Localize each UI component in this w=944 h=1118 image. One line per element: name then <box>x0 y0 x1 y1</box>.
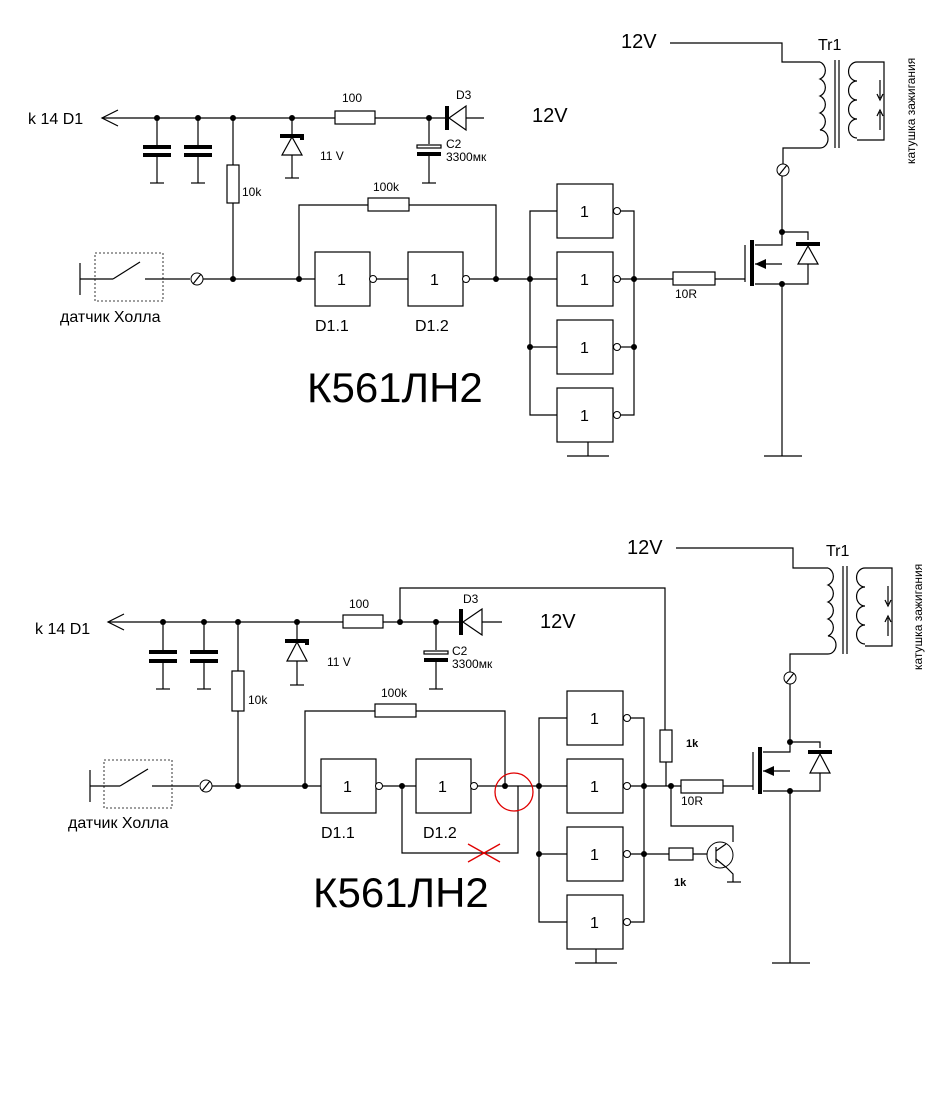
bottom-gate-d1-2-symbol: 1 <box>438 779 447 796</box>
bottom-transformer <box>826 566 893 655</box>
bottom-resistor-10r-label: 10R <box>681 794 703 808</box>
top-zener-label: 11 V <box>320 149 344 163</box>
bottom-gate-3-symbol: 1 <box>590 711 599 728</box>
bottom-c2-name: C2 <box>452 644 468 658</box>
bottom-d3-supply-label: 12V <box>540 611 576 633</box>
bottom-capacitor-1 <box>149 622 177 690</box>
bottom-resistor-100k <box>304 703 506 786</box>
top-output-label: k 14 D1 <box>28 111 83 128</box>
bottom-cut-wire <box>401 786 519 854</box>
bottom-resistor-1k-pullup <box>659 729 673 786</box>
bottom-chip-label: К561ЛН2 <box>313 869 489 916</box>
top-transformer-label: Tr1 <box>818 37 842 54</box>
top-resistor-10k-label: 10k <box>242 185 262 199</box>
bottom-supply-label: 12V <box>627 537 663 559</box>
top-coil-connector <box>776 147 820 177</box>
bottom-mosfet <box>752 675 832 964</box>
top-resistor-100k-label: 100k <box>373 180 400 194</box>
top-zener-diode <box>280 118 304 179</box>
top-gate-5-symbol: 1 <box>580 340 589 357</box>
bottom-gate-d1-2-label: D1.2 <box>423 825 457 842</box>
bottom-sensor-label: датчик Холла <box>68 815 169 832</box>
bottom-highlight-circle <box>494 772 534 812</box>
top-resistor-10k <box>226 118 240 279</box>
bottom-capacitor-c2 <box>423 622 449 690</box>
top-schematic: k 14 D1 10k 11 V <box>28 31 918 457</box>
top-gate-6-symbol: 1 <box>580 408 589 425</box>
top-capacitor-c2 <box>416 118 442 184</box>
bottom-zener-label: 11 V <box>327 655 351 669</box>
bottom-gate-4-symbol: 1 <box>590 779 599 796</box>
top-gate-3-symbol: 1 <box>580 204 589 221</box>
top-gate-d1-2-symbol: 1 <box>430 272 439 289</box>
top-transformer <box>818 60 885 149</box>
top-mosfet <box>744 167 820 457</box>
top-capacitor-1 <box>143 118 171 184</box>
top-resistor-10r <box>620 271 745 286</box>
bottom-supply-wire <box>676 547 828 569</box>
top-capacitor-2 <box>184 118 212 184</box>
top-resistor-100 <box>334 110 445 125</box>
top-parallel-gates <box>527 183 637 457</box>
top-diode-d3 <box>445 104 484 132</box>
bottom-parallel-gates <box>536 690 647 964</box>
top-gate-4-symbol: 1 <box>580 272 589 289</box>
top-resistor-100k <box>298 197 497 279</box>
top-gate-d1-2-label: D1.2 <box>415 318 449 335</box>
top-coil-label: катушка зажигания <box>904 58 918 164</box>
top-resistor-100-label: 100 <box>342 91 362 105</box>
bottom-c2-value: 3300мк <box>452 657 493 671</box>
top-gate-d1-1 <box>314 251 377 307</box>
bottom-zener-diode <box>285 622 309 686</box>
bottom-gate-5-symbol: 1 <box>590 847 599 864</box>
top-supply-label: 12V <box>621 31 657 53</box>
bottom-gate-d1-1-symbol: 1 <box>343 779 352 796</box>
bottom-resistor-100 <box>342 614 459 629</box>
top-d3-label: D3 <box>456 88 472 102</box>
bottom-resistor-1k-base-label: 1k <box>674 877 687 889</box>
top-resistor-10r-label: 10R <box>675 287 697 301</box>
bottom-d3-label: D3 <box>463 592 479 606</box>
bottom-gate-6-symbol: 1 <box>590 915 599 932</box>
top-hall-sensor <box>79 252 204 302</box>
bottom-cut-mark <box>467 843 501 863</box>
bottom-resistor-10k-label: 10k <box>248 693 268 707</box>
bottom-coil-label: катушка зажигания <box>911 564 925 670</box>
bottom-transistor <box>630 786 741 883</box>
bottom-capacitor-2 <box>190 622 218 690</box>
bottom-bypass-wire <box>399 587 666 730</box>
top-c2-name: C2 <box>446 137 462 151</box>
bottom-gate-d1-1 <box>320 758 383 814</box>
bottom-gate-d1-1-label: D1.1 <box>321 825 355 842</box>
bottom-gate-d1-2 <box>415 758 478 814</box>
top-chip-label: К561ЛН2 <box>307 364 483 411</box>
top-sensor-label: датчик Холла <box>60 309 161 326</box>
bottom-resistor-1k-pullup-label: 1k <box>686 738 699 750</box>
bottom-output-arrow <box>106 613 343 631</box>
top-gate-d1-1-label: D1.1 <box>315 318 349 335</box>
bottom-coil-connector <box>783 653 828 685</box>
bottom-diode-d3 <box>459 607 502 637</box>
bottom-schematic: k 14 D1 10k 11 V 100 <box>35 537 925 964</box>
bottom-resistor-10r <box>630 779 753 794</box>
bottom-output-label: k 14 D1 <box>35 621 90 638</box>
bottom-transformer-label: Tr1 <box>826 543 850 560</box>
top-gate-d1-2 <box>407 251 470 307</box>
bottom-resistor-10k <box>231 622 245 786</box>
top-c2-value: 3300мк <box>446 150 487 164</box>
top-supply-wire <box>670 42 820 63</box>
bottom-hall-sensor <box>89 759 213 809</box>
bottom-resistor-100-label: 100 <box>349 597 369 611</box>
top-d3-supply-label: 12V <box>532 105 568 127</box>
bottom-resistor-100k-label: 100k <box>381 686 408 700</box>
top-output-arrow <box>100 109 335 127</box>
top-gate-d1-1-symbol: 1 <box>337 272 346 289</box>
